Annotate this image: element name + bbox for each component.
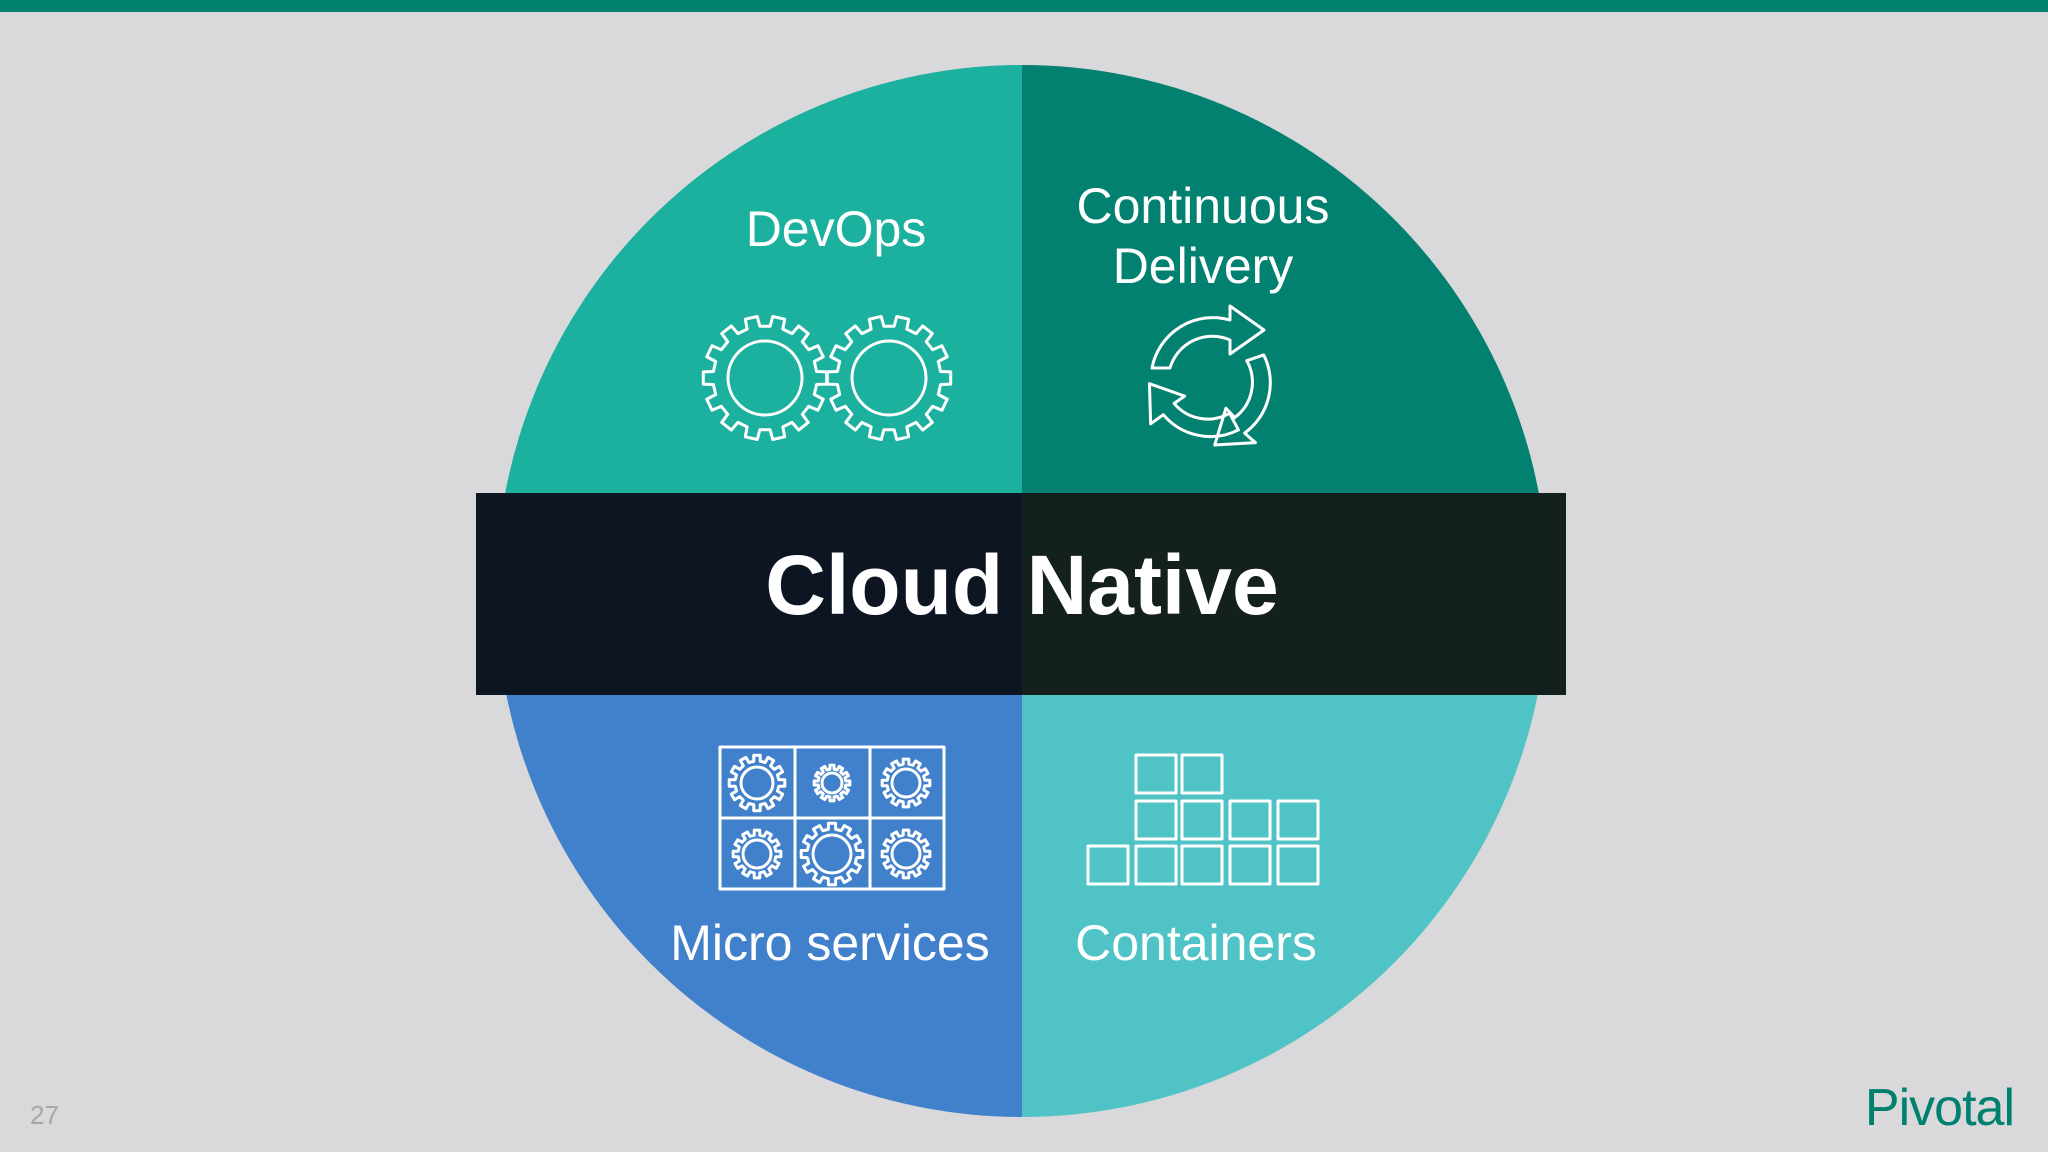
small-gear-icon bbox=[880, 828, 932, 880]
container-box bbox=[1276, 844, 1320, 886]
small-gear-icon-hub bbox=[811, 833, 853, 875]
container-box bbox=[1134, 844, 1178, 886]
center-band-right bbox=[1022, 493, 1566, 695]
small-gear-icon-hub bbox=[890, 838, 922, 870]
gear-icon bbox=[701, 314, 829, 442]
gear-icon-teeth bbox=[825, 314, 953, 442]
small-gear-icon-teeth bbox=[731, 828, 783, 880]
container-box bbox=[1180, 799, 1224, 841]
center-band-left bbox=[476, 493, 1022, 695]
gear-icon-hub bbox=[726, 339, 804, 417]
small-gear-icon bbox=[812, 763, 852, 803]
container-box bbox=[1180, 844, 1224, 886]
container-box bbox=[1228, 799, 1272, 841]
center-label: Cloud Native bbox=[765, 538, 1278, 632]
gear-grid-icon bbox=[718, 745, 946, 891]
small-gear-icon-hub bbox=[741, 838, 773, 870]
containers-label: Containers bbox=[1075, 915, 1317, 971]
gear-icon bbox=[825, 314, 953, 442]
small-gear-icon-hub bbox=[739, 765, 775, 801]
container-box bbox=[1134, 799, 1178, 841]
continuous-delivery-label-line2: Delivery bbox=[1113, 238, 1294, 294]
container-box bbox=[1086, 844, 1130, 886]
container-box bbox=[1276, 799, 1320, 841]
small-gear-icon bbox=[731, 828, 783, 880]
cycle-arrow-right bbox=[1213, 353, 1272, 447]
small-gear-icon-hub bbox=[890, 767, 922, 799]
small-gear-icon-teeth bbox=[812, 763, 852, 803]
top-accent-bar bbox=[0, 0, 2048, 12]
micro-services-label: Micro services bbox=[670, 915, 989, 971]
container-box bbox=[1228, 844, 1272, 886]
cycle-arrow-top bbox=[1150, 304, 1266, 370]
container-box bbox=[1180, 753, 1224, 795]
container-box bbox=[1134, 753, 1178, 795]
small-gear-icon bbox=[880, 757, 932, 809]
small-gear-icon-hub bbox=[820, 771, 844, 795]
gear-icon-hub bbox=[850, 339, 928, 417]
stacked-boxes-icon bbox=[1086, 753, 1320, 886]
small-gear-icon-teeth bbox=[799, 821, 865, 887]
pivotal-logo: Pivotal bbox=[1864, 1079, 2015, 1137]
small-gear-icon-teeth bbox=[880, 757, 932, 809]
gear-icon-teeth bbox=[701, 314, 829, 442]
small-gear-icon-teeth bbox=[727, 753, 787, 813]
small-gear-icon-teeth bbox=[880, 828, 932, 880]
continuous-delivery-label-line1: Continuous bbox=[1077, 178, 1330, 234]
small-gear-icon bbox=[727, 753, 787, 813]
small-gear-icon bbox=[799, 821, 865, 887]
devops-label: DevOps bbox=[746, 201, 927, 257]
slide-number: 27 bbox=[30, 1100, 59, 1130]
cycle-arrows-icon bbox=[1147, 304, 1272, 447]
cycle-arrow-bottom bbox=[1147, 382, 1240, 439]
gears-icon bbox=[701, 314, 953, 442]
